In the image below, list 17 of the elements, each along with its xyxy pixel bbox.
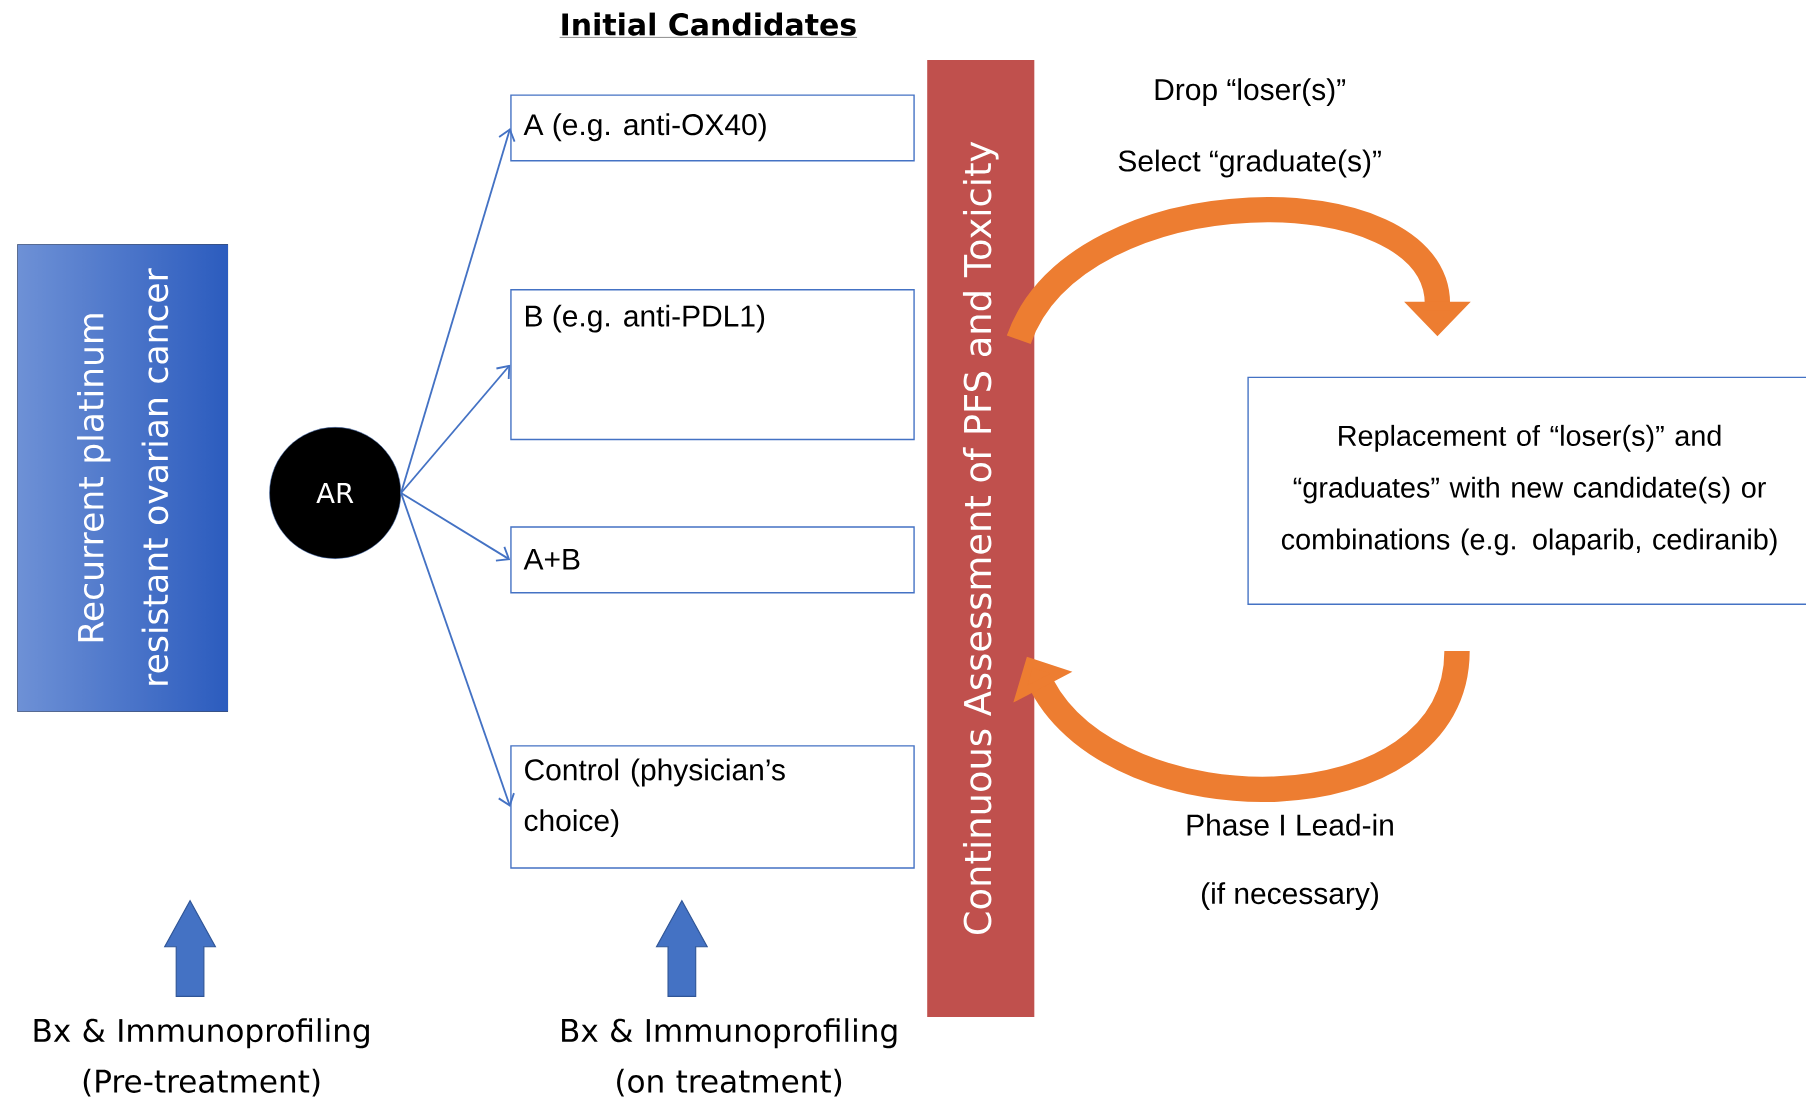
assessment-bar: Continuous Assessment of PFS and Toxicity [927,60,1035,1018]
arrow [400,364,511,495]
caption: Bx & Immunoprofiling (on treatment) [562,1018,897,1097]
treatment-box: A (e.g. anti-OX40) [510,94,915,162]
caption: Bx & Immunoprofiling (Pre-treatment) [34,1018,369,1097]
replacement-box: Replacement of “loser(s)” and “graduates” with new candidate(s) or combinations (e.g. olaparib, cediranib) [1247,376,1806,606]
treatment-box: Control (physician’s choice) [510,745,915,869]
arrow [400,492,511,562]
annotation: Phase I Lead-in [1187,813,1393,836]
arrow [400,492,515,808]
condition-box: Recurrent platinum resistant ovarian cancer [17,244,229,713]
treatment-box: A+B [510,526,915,594]
annotation: Drop “loser(s)” [1155,78,1346,107]
treatment-box: B (e.g. anti-PDL1) [510,289,915,441]
title: Initial Candidates [559,12,858,38]
annotation: Select “graduate(s)” [1118,149,1381,178]
annotation: (if necessary) [1202,882,1378,911]
